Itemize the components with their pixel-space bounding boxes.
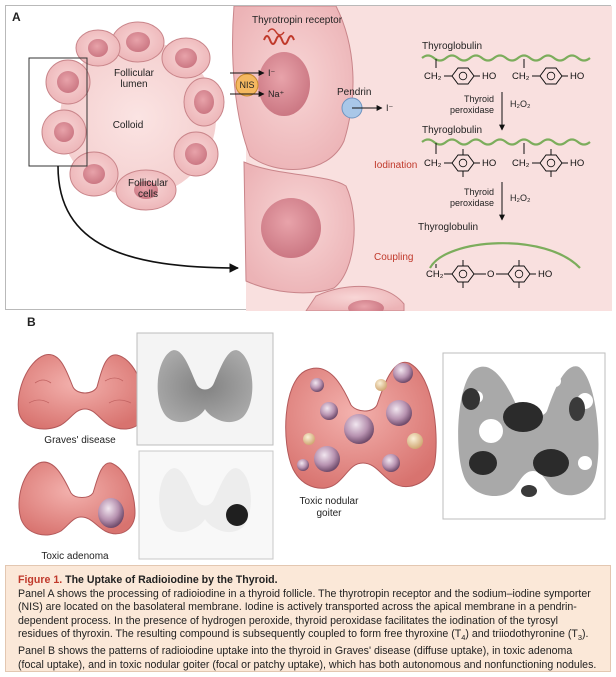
panel-b: B Graves' disease Toxic adenoma bbox=[5, 313, 611, 563]
follicular-cells-label-1: Follicular bbox=[128, 178, 169, 189]
svg-text:CH₂: CH₂ bbox=[424, 71, 442, 82]
h2o2-label-1: H₂O₂ bbox=[510, 99, 531, 109]
iodination-label: Iodination bbox=[374, 160, 417, 171]
toxic-adenoma-label: Toxic adenoma bbox=[41, 551, 109, 562]
svg-text:CH₂: CH₂ bbox=[512, 158, 530, 169]
thyroglobulin-chain-2 bbox=[421, 138, 591, 146]
follicular-lumen-label-1: Follicular bbox=[114, 68, 155, 79]
pendrin-label: Pendrin bbox=[337, 87, 371, 98]
nucleus-lower bbox=[261, 198, 321, 258]
follicular-lumen-label-2: lumen bbox=[120, 79, 147, 90]
svg-text:HO: HO bbox=[482, 71, 496, 82]
iodide-out-label: I⁻ bbox=[386, 103, 394, 113]
peroxidase-label-1: peroxidase bbox=[450, 105, 494, 115]
goiter-hot-nodule-3 bbox=[533, 449, 569, 477]
thyroglobulin-chain-1 bbox=[421, 54, 591, 62]
tyrosyl-residues-1: CH₂ HO CH₂ HO bbox=[424, 59, 584, 85]
caption-title: The Uptake of Radioiodine by the Thyroid… bbox=[65, 574, 278, 586]
panel-a-label: A bbox=[12, 10, 21, 24]
panel-a: A Follicular lumen Colloid bbox=[5, 5, 612, 316]
goiter-hot-nodule-2 bbox=[469, 451, 497, 475]
svg-text:CH₂: CH₂ bbox=[512, 71, 530, 82]
caption-body-part-1: Panel A shows the processing of radioiod… bbox=[18, 587, 591, 641]
peroxidase-label-2: peroxidase bbox=[450, 198, 494, 208]
graves-diffuse-uptake bbox=[157, 350, 253, 423]
zoom-arrow bbox=[57, 165, 239, 273]
h2o2-label-2: H₂O₂ bbox=[510, 193, 531, 203]
caption-body: Panel A shows the processing of radioiod… bbox=[18, 588, 600, 673]
caption-body-part-3: ). Panel B shows the patterns of radioio… bbox=[18, 628, 597, 671]
adenoma-focal-uptake bbox=[226, 504, 248, 526]
caption-body-part-2: ) and triiodothyronine (T bbox=[465, 628, 578, 641]
toxic-nodular-label-1: Toxic nodular bbox=[300, 496, 360, 507]
svg-text:CH₂: CH₂ bbox=[426, 269, 444, 280]
svg-text:HO: HO bbox=[570, 158, 584, 169]
adenoma-nodule bbox=[98, 498, 124, 528]
thyroid-label-1: Thyroid bbox=[464, 94, 494, 104]
nis-label: NIS bbox=[239, 80, 254, 90]
receptor-label: Thyrotropin receptor bbox=[252, 15, 343, 26]
panel-a-illustration: A Follicular lumen Colloid bbox=[12, 5, 612, 316]
toxic-nodular-label-2: goiter bbox=[316, 508, 342, 519]
svg-text:HO: HO bbox=[482, 158, 496, 169]
thyroid-label-2: Thyroid bbox=[464, 187, 494, 197]
iodide-in-label: I⁻ bbox=[268, 68, 276, 78]
coupling-label: Coupling bbox=[374, 252, 413, 263]
graves-label: Graves' disease bbox=[44, 435, 116, 446]
panel-b-illustration: B Graves' disease Toxic adenoma bbox=[17, 315, 606, 562]
toxic-adenoma-thyroid-gland bbox=[18, 461, 136, 536]
svg-text:HO: HO bbox=[570, 71, 584, 82]
thyroglobulin-chain-3 bbox=[429, 242, 581, 269]
graves-thyroid-gland bbox=[17, 354, 146, 430]
graves-scan bbox=[136, 332, 274, 446]
svg-text:HO: HO bbox=[538, 269, 552, 280]
thyroglobulin-1-label: Thyroglobulin bbox=[422, 41, 482, 52]
thyroglobulin-2-label: Thyroglobulin bbox=[422, 125, 482, 136]
nucleus-upper bbox=[258, 52, 310, 116]
follicular-cells-label-2: cells bbox=[138, 189, 158, 200]
nis-symporter bbox=[235, 73, 259, 97]
toxic-adenoma-scan bbox=[138, 450, 274, 560]
thyroid-follicle: Follicular lumen Colloid Follicular cell… bbox=[41, 21, 225, 211]
figure-caption: Figure 1. The Uptake of Radioiodine by t… bbox=[5, 565, 611, 672]
thyroglobulin-3-label: Thyroglobulin bbox=[418, 222, 478, 233]
colloid-label: Colloid bbox=[113, 120, 144, 131]
coupled-thyroxine: CH₂ O HO bbox=[426, 260, 552, 288]
figure-number: Figure 1. bbox=[18, 574, 63, 586]
iodinated-residues: CH₂ HO CH₂ HO bbox=[424, 143, 584, 177]
thyrotropin-receptor bbox=[263, 28, 295, 45]
caption-t4-subscript: 4 bbox=[461, 633, 466, 643]
follicular-cells bbox=[41, 21, 225, 211]
svg-text:O: O bbox=[487, 269, 494, 280]
panel-b-label: B bbox=[27, 315, 36, 329]
goiter-hot-nodule-1 bbox=[503, 402, 543, 432]
toxic-nodular-goiter-gland bbox=[285, 361, 437, 489]
sodium-label: Na⁺ bbox=[268, 89, 285, 99]
caption-t3-subscript: 3 bbox=[577, 633, 583, 643]
svg-text:CH₂: CH₂ bbox=[424, 158, 442, 169]
